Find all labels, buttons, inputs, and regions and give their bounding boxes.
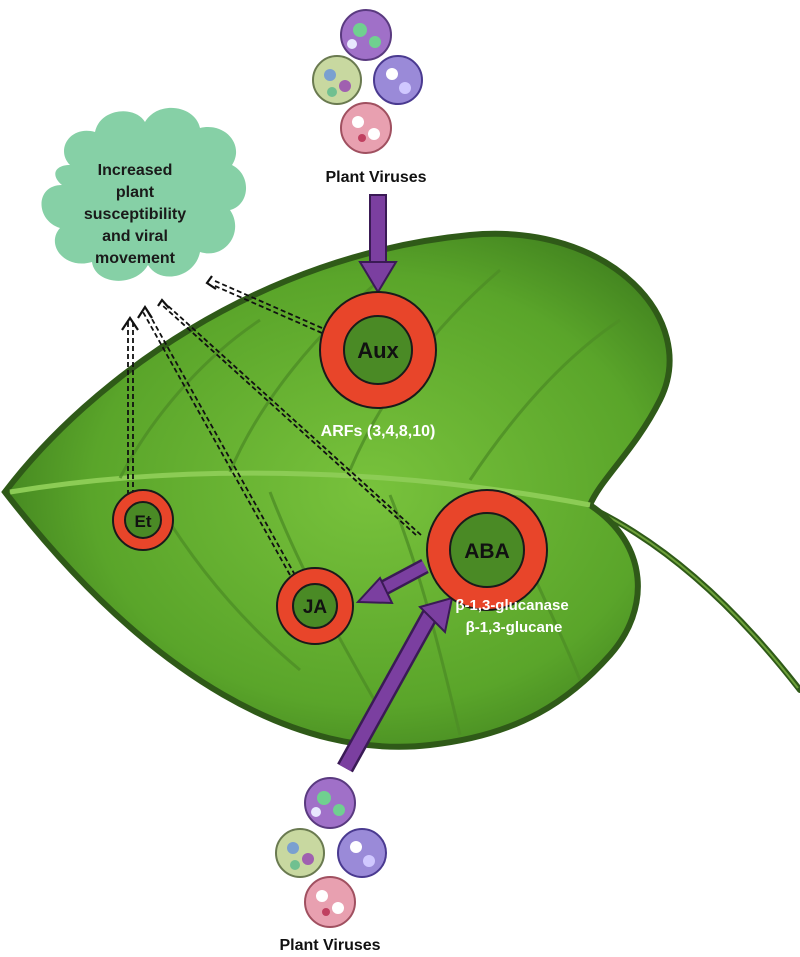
virus-particle-icon bbox=[340, 9, 392, 61]
virus-to-aux-arrow bbox=[358, 194, 398, 294]
ja-ring bbox=[276, 567, 354, 645]
virus-particle-icon bbox=[373, 55, 423, 105]
dashed-arrows bbox=[127, 280, 422, 576]
virus-particle-icon bbox=[275, 828, 325, 878]
virus-particle-icon bbox=[304, 876, 356, 928]
cloud-line: movement bbox=[94, 250, 176, 267]
dashed-arrow-et bbox=[127, 322, 134, 495]
aux-ring bbox=[319, 291, 437, 409]
aba-label: ABA bbox=[464, 540, 510, 563]
dashed-arrow-ja bbox=[142, 311, 296, 576]
virus-particle-icon bbox=[340, 102, 392, 154]
et-ring bbox=[112, 489, 174, 551]
dashed-arrow-aux bbox=[214, 280, 323, 334]
aux-label: Aux bbox=[357, 338, 399, 363]
cloud-line: Increased bbox=[97, 162, 173, 179]
dashed-arrowheads bbox=[121, 275, 217, 331]
virus-label-bottom: Plant Viruses bbox=[279, 937, 380, 954]
virus-label-top: Plant Viruses bbox=[325, 169, 426, 186]
et-label: Et bbox=[135, 512, 152, 531]
aba-note-2: β-1,3-glucane bbox=[466, 619, 563, 636]
aba-note-1: β-1,3-glucanase bbox=[455, 597, 568, 614]
virus-to-aba-arrow bbox=[337, 596, 454, 773]
cloud-line: susceptibility bbox=[83, 206, 187, 223]
susceptibility-cloud bbox=[41, 107, 247, 281]
virus-cluster-bottom bbox=[275, 777, 387, 928]
cloud-text: Increased plant susceptibility and viral… bbox=[40, 160, 230, 270]
ja-label: JA bbox=[303, 597, 328, 618]
aux-note: ARFs (3,4,8,10) bbox=[321, 423, 436, 440]
aba-ring bbox=[426, 489, 548, 611]
virus-particle-icon bbox=[304, 777, 356, 829]
cloud-line: and viral bbox=[102, 228, 168, 245]
aba-to-ja-arrow bbox=[355, 558, 429, 605]
virus-cluster-top bbox=[312, 9, 423, 154]
cloud-line: plant bbox=[115, 184, 155, 201]
virus-particle-icon bbox=[312, 55, 362, 105]
dashed-arrow-aba bbox=[161, 304, 422, 536]
purple-arrows bbox=[337, 194, 454, 773]
virus-particle-icon bbox=[337, 828, 387, 878]
